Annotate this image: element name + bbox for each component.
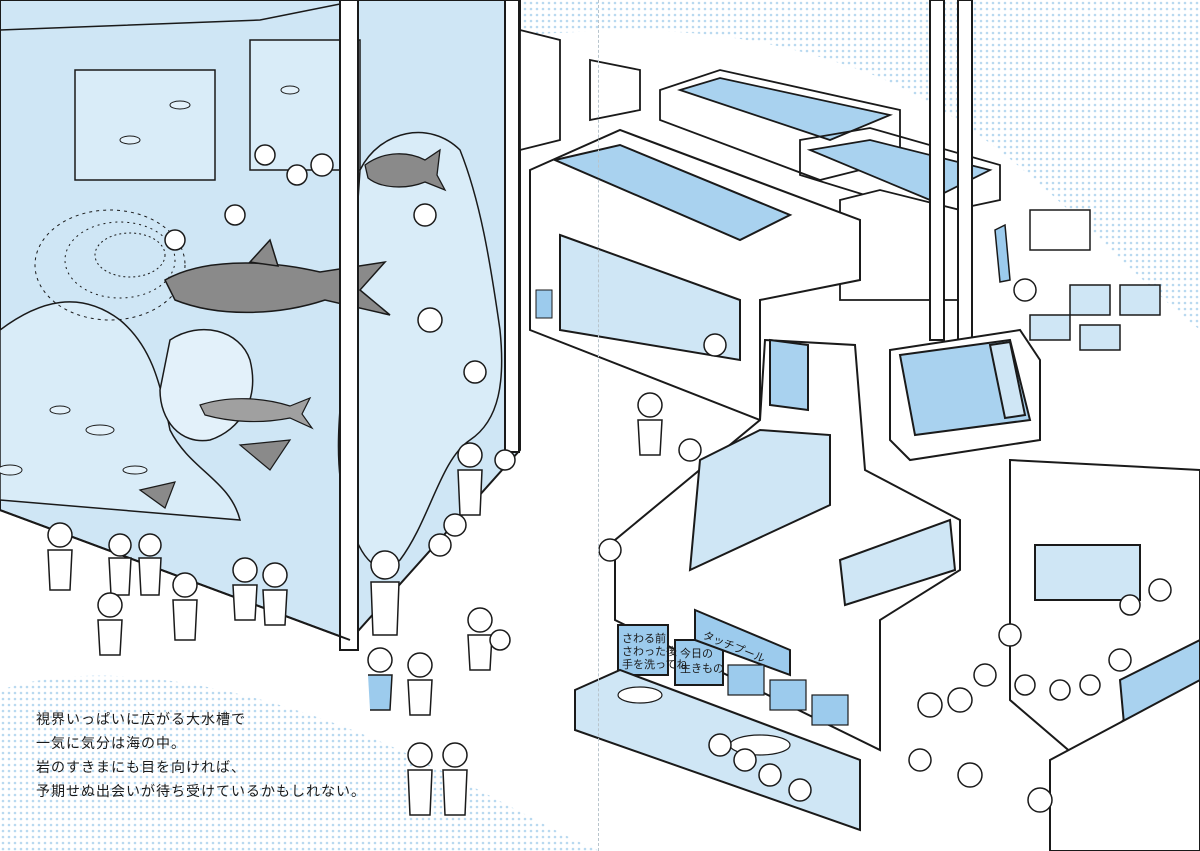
mid-tank <box>889 328 1041 462</box>
caption-line-4: 予期せぬ出会いが待ち受けているかもしれない。 <box>36 784 366 800</box>
hand-wash-sign-line3: 手を洗ってね <box>622 657 687 671</box>
caption-line-3: 岩のすきまにも目を向ければ、 <box>36 760 246 776</box>
halftone-top-right <box>520 0 1200 330</box>
today-creatures-sign-line2: 生きもの <box>680 661 724 675</box>
caption-line-2: 一気に気分は海の中。 <box>36 736 186 752</box>
big-tank <box>0 0 521 651</box>
visitors <box>47 144 1172 816</box>
center-tank-building <box>529 128 861 422</box>
hand-wash-sign-line2: さわった後 <box>622 644 677 658</box>
pillars <box>929 0 973 341</box>
staff-area <box>994 209 1161 351</box>
grouper-fish <box>364 148 447 192</box>
shark-large <box>164 260 391 316</box>
shark-small <box>199 396 314 430</box>
today-creatures-sign-line1: 今日の <box>680 646 713 660</box>
caption-text: 視界いっぱいに広がる大水槽で 一気に気分は海の中。 岩のすきまにも目を向ければ、… <box>36 708 416 804</box>
hand-wash-sign-line1: さわる前 <box>622 631 666 645</box>
page-fold-line <box>598 0 599 851</box>
caption-line-1: 視界いっぱいに広がる大水槽で <box>36 712 246 728</box>
